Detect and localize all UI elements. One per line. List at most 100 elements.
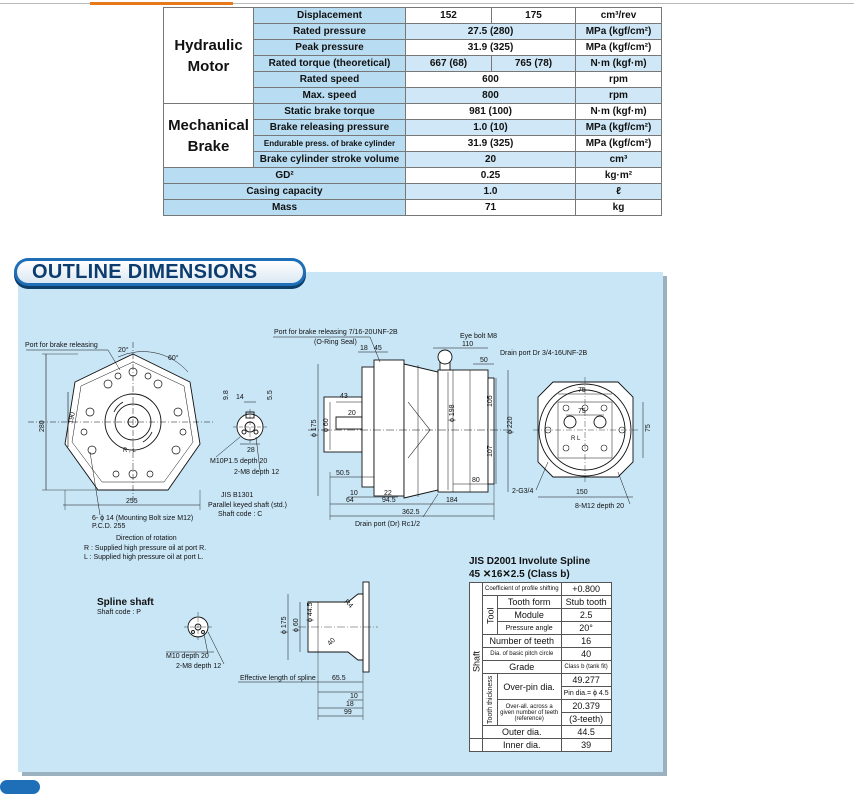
row-label: GD² bbox=[163, 167, 406, 184]
row-label: Rated speed bbox=[253, 71, 406, 88]
angle-60-label: 60° bbox=[168, 354, 179, 362]
table-row: Mass 71 kg bbox=[163, 199, 662, 216]
spline-table-title: JIS D2001 Involute Spline 45 ✕16✕2.5 (Cl… bbox=[469, 555, 590, 581]
section-header: OUTLINE DIMENSIONS bbox=[14, 258, 310, 290]
table-row: Hydraulic Motor Displacement 152 175 cm³… bbox=[163, 7, 662, 104]
table-row: Outer dia. 44.5 bbox=[470, 725, 612, 739]
effective-length-label: Effective length of spline bbox=[240, 675, 316, 682]
eye-bolt-label: Eye bolt M8 bbox=[460, 333, 497, 340]
drawing-area: Port for brake releasing 20° 60° 280 190… bbox=[18, 272, 663, 777]
dim-80: 80 bbox=[472, 477, 480, 484]
phi-198: ϕ 198 bbox=[449, 404, 456, 422]
spline-table: Shaft Coefficient of profile shifting +0… bbox=[469, 582, 612, 752]
dim-190-label: 190 bbox=[67, 411, 77, 424]
spline-shaft-view bbox=[166, 581, 378, 720]
cell-value: 71 bbox=[405, 199, 576, 216]
inner-label: Inner dia. bbox=[482, 738, 562, 752]
dim-50-5: 50.5 bbox=[336, 470, 350, 477]
cell-value: 31.9 (325) bbox=[405, 135, 576, 152]
dim-255-label: 255 bbox=[126, 498, 138, 505]
m10-label: M10P1.5 depth 20 bbox=[210, 458, 267, 465]
spline-phi44: ϕ 44.5 bbox=[307, 602, 314, 622]
jis-label: JIS B1301 bbox=[221, 492, 253, 499]
spline-shaft-title: Spline shaft bbox=[97, 597, 154, 608]
phi-60: ϕ 60 bbox=[323, 418, 330, 432]
num-teeth-value: 16 bbox=[560, 634, 612, 648]
section-title: OUTLINE DIMENSIONS bbox=[32, 261, 258, 283]
rear-view bbox=[533, 377, 644, 505]
tool-label: Tool bbox=[482, 595, 498, 635]
group-mechanical-brake: Mechanical Brake bbox=[163, 103, 254, 168]
row-label: Rated torque (theoretical) bbox=[253, 55, 406, 72]
dim-43: 43 bbox=[340, 393, 348, 400]
top-accent-tab bbox=[90, 2, 233, 5]
dim-94-5: 94.5 bbox=[382, 497, 396, 504]
table-row: Endurable press. of brake cylinder 31.9 … bbox=[164, 135, 662, 152]
coef-label: Coefficient of profile shifting bbox=[482, 582, 562, 596]
top-rule bbox=[0, 3, 854, 4]
table-row: Number of teeth 16 bbox=[470, 634, 612, 648]
cell-unit: ℓ bbox=[575, 183, 662, 200]
dim-362-5: 362.5 bbox=[402, 509, 420, 516]
grade-value: Class b (tank fit) bbox=[560, 660, 612, 674]
dim-5-5-label: 5.5 bbox=[267, 390, 274, 400]
rl-rear-label: R L bbox=[571, 436, 581, 442]
table-row: Rated pressure 27.5 (280) MPa (kgf/cm²) bbox=[164, 23, 662, 40]
cell-unit: MPa (kgf/cm²) bbox=[575, 119, 662, 136]
dim-75-top: 75 bbox=[578, 387, 586, 394]
row-label: Mass bbox=[163, 199, 406, 216]
overall-label: Over-all. across a given number of teeth… bbox=[496, 699, 562, 726]
r4-label: R4 bbox=[343, 598, 354, 609]
dim-107: 107 bbox=[487, 445, 494, 457]
pitch-label: Dia. of basic pitch circle bbox=[482, 647, 562, 661]
cell-unit: N·m (kgf·m) bbox=[575, 103, 662, 120]
phi-175: ϕ 175 bbox=[311, 419, 318, 437]
three-teeth: (3-teeth) bbox=[560, 712, 612, 726]
cell-value: 765 (78) bbox=[491, 55, 576, 72]
overpin-label: Over-pin dia. bbox=[496, 673, 562, 700]
cell-unit: MPa (kgf/cm²) bbox=[575, 135, 662, 152]
shaft-label: Shaft bbox=[469, 582, 483, 739]
module-value: 2.5 bbox=[560, 608, 612, 622]
dim-75-inner: 75 bbox=[578, 408, 586, 415]
cell-unit: rpm bbox=[575, 71, 662, 88]
table-row: Shaft Coefficient of profile shifting +0… bbox=[469, 582, 612, 739]
spline-m10: M10 depth 20 bbox=[166, 653, 209, 660]
grade-label: Grade bbox=[482, 660, 562, 674]
outline-drawing: Port for brake releasing 20° 60° 280 190… bbox=[25, 329, 652, 720]
tooth-thickness-label: Tooth thickness bbox=[482, 673, 498, 726]
dim-64: 64 bbox=[346, 497, 354, 504]
cell-unit: N·m (kgf·m) bbox=[575, 55, 662, 72]
table-row: Inner dia. 39 bbox=[469, 738, 612, 752]
dim-28-label: 28 bbox=[247, 447, 255, 454]
table-row: Grade Class b (tank fit) bbox=[470, 660, 612, 674]
header-pill-inner bbox=[17, 261, 303, 283]
dim-10: 10 bbox=[350, 490, 358, 497]
dim-280-label: 280 bbox=[39, 420, 46, 432]
pin-dia: Pin dia.= ϕ 4.5 bbox=[560, 686, 612, 700]
table-row: Dia. of basic pitch circle 40 bbox=[470, 647, 612, 661]
spline-10: 10 bbox=[350, 693, 358, 700]
m8-label: 2-M8 depth 12 bbox=[234, 469, 279, 476]
rl-front-label: R , L bbox=[123, 448, 136, 454]
angle-20-label: 20° bbox=[118, 346, 129, 354]
dim-75-side: 75 bbox=[645, 424, 652, 432]
phi-220: ϕ 220 bbox=[507, 416, 514, 434]
drain-rc-label: Drain port (Dr) Rc1/2 bbox=[355, 521, 420, 528]
table-row: Rated speed 600 rpm bbox=[164, 71, 662, 88]
cell-unit: cm³ bbox=[575, 151, 662, 168]
table-row: Mechanical Brake Static brake torque 981… bbox=[163, 103, 662, 168]
row-label: Rated pressure bbox=[253, 23, 406, 40]
cell-value: 152 bbox=[405, 7, 492, 24]
table-row: Casing capacity 1.0 ℓ bbox=[163, 183, 662, 200]
table-row: Tooth thickness Over-pin dia. 49.277 bbox=[470, 673, 612, 726]
cell-unit: kg·m² bbox=[575, 167, 662, 184]
spline-title-line2: 45 ✕16✕2.5 (Class b) bbox=[469, 569, 570, 580]
cell-unit: cm³/rev bbox=[575, 7, 662, 24]
cell-unit: rpm bbox=[575, 87, 662, 104]
pressure-label: Pressure angle bbox=[496, 621, 562, 635]
row-label: Brake cylinder stroke volume bbox=[253, 151, 406, 168]
cell-value: 175 bbox=[491, 7, 576, 24]
port-brake-label: Port for brake releasing bbox=[25, 342, 98, 349]
rotation-title: Direction of rotation bbox=[116, 535, 177, 542]
